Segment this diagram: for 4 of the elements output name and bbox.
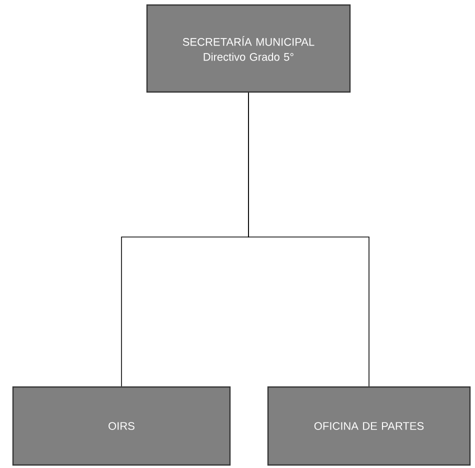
connector-line <box>248 92 370 387</box>
org-box: OFICINA DE PARTES <box>267 386 471 466</box>
org-box: SECRETARÍA MUNICIPAL Directivo Grado 5° <box>146 4 351 93</box>
org-box: OIRS <box>12 386 231 466</box>
